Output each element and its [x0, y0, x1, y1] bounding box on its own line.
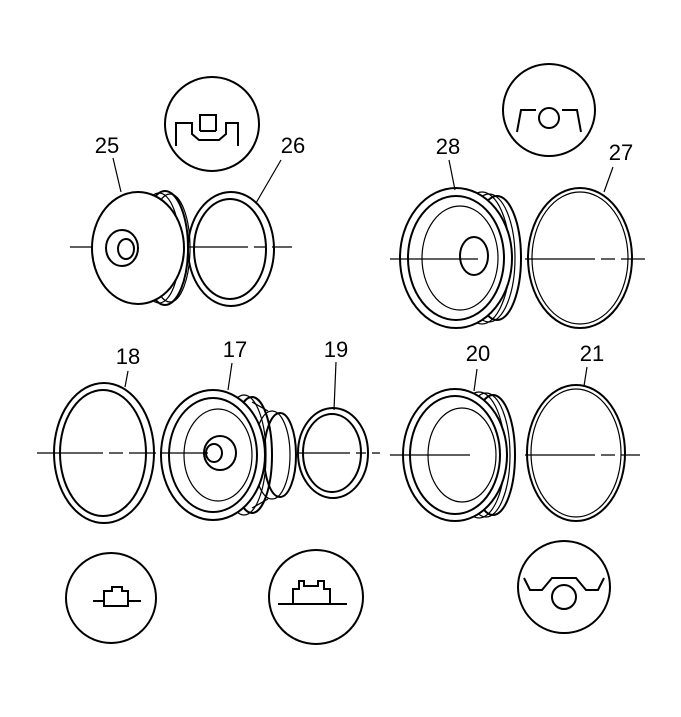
part-28-housing [390, 187, 522, 329]
label-17: 17 [223, 337, 247, 362]
part-17-stepped-piston [160, 389, 297, 521]
label-21: 21 [580, 341, 604, 366]
part-26-seal-ring [187, 191, 292, 307]
part-21-thin-ring [525, 384, 640, 522]
part-27-thin-ring [525, 187, 645, 329]
label-19: 19 [324, 337, 348, 362]
leader-lines [112, 157, 614, 411]
label-20: 20 [466, 341, 490, 366]
label-26: 26 [281, 133, 305, 158]
detail-square-seal-profile-top [164, 76, 260, 172]
label-27: 27 [609, 140, 633, 165]
detail-square-seal-bottom-middle [268, 549, 364, 645]
part-18-ring [37, 382, 156, 524]
part-20-housing [390, 388, 516, 522]
part-19-small-seal-ring [297, 407, 380, 499]
detail-o-ring-bottom-right [517, 540, 611, 634]
callout-labels: 25 26 28 27 18 17 19 20 21 [95, 133, 633, 369]
label-28: 28 [436, 134, 460, 159]
detail-small-square-seal-bottom-left [65, 552, 157, 644]
part-25-piston [70, 190, 191, 306]
label-18: 18 [116, 344, 140, 369]
label-25: 25 [95, 133, 119, 158]
detail-o-ring-profile-top [502, 63, 596, 157]
